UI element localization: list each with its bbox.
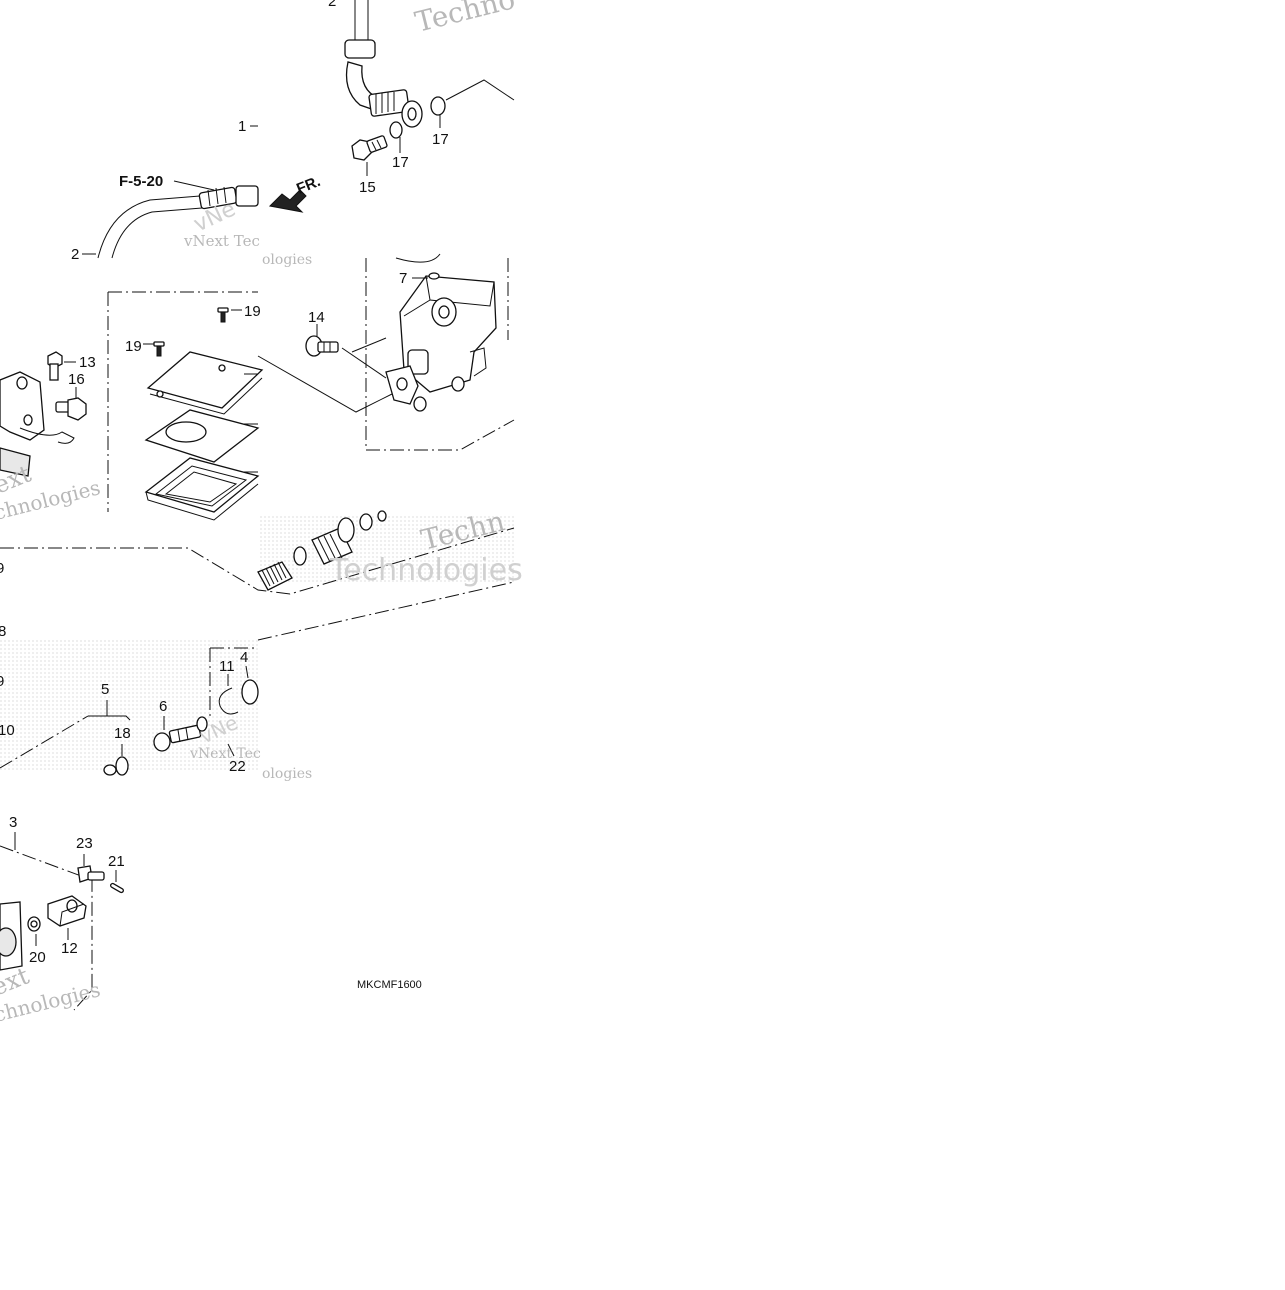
stipple-area xyxy=(0,640,258,770)
label-part-23: 23 xyxy=(76,835,93,852)
label-part-16: 16 xyxy=(68,371,85,388)
bolt-14 xyxy=(305,335,339,357)
label-part-15: 15 xyxy=(359,179,376,196)
pin-23 xyxy=(77,865,105,883)
piston-assembly xyxy=(257,510,387,591)
label-part-10: 10 xyxy=(0,722,15,739)
label-part-18: 18 xyxy=(114,725,131,742)
diagram-code: MKCMF1600 xyxy=(357,979,422,991)
watermark: Technologies xyxy=(329,553,523,588)
label-part-17: 17 xyxy=(432,131,449,148)
watermark: Techno xyxy=(412,0,519,39)
pin-7 xyxy=(412,272,440,280)
label-part-2: 2 xyxy=(328,0,336,10)
watermark: ologies xyxy=(262,252,312,268)
brake-hose-upper xyxy=(344,0,515,139)
label-part-11: 11 xyxy=(219,658,235,675)
label-part-3: 3 xyxy=(9,814,17,831)
label-part-13: 13 xyxy=(79,354,96,371)
watermark: vNext Tec xyxy=(183,232,260,250)
ring-18 xyxy=(103,756,129,776)
bolt-16 xyxy=(55,397,87,421)
brake-hose-lower xyxy=(97,185,259,259)
label-part-5: 5 xyxy=(101,681,109,698)
label-part-7: 7 xyxy=(399,270,407,287)
rod-end xyxy=(0,901,23,971)
label-part-2: 2 xyxy=(71,246,79,263)
screw-19 xyxy=(153,307,229,357)
master-cylinder-body xyxy=(385,275,497,412)
banjo-bolt xyxy=(351,135,388,161)
label-part-17: 17 xyxy=(392,154,409,171)
label-part-9: 9 xyxy=(0,560,4,577)
label-part-9: 9 xyxy=(0,673,4,690)
label-part-21: 21 xyxy=(108,853,125,870)
reference-label: F-5-20 xyxy=(119,173,163,190)
label-part-19: 19 xyxy=(125,338,142,355)
label-part-14: 14 xyxy=(308,309,325,326)
front-arrow: FR. xyxy=(268,173,323,213)
watermark: ologies xyxy=(262,766,312,782)
front-direction-label: FR. xyxy=(294,173,323,198)
cotter-pin-21 xyxy=(110,882,124,894)
push-rod-6 xyxy=(153,716,208,752)
label-part-12: 12 xyxy=(61,940,78,957)
label-part-19: 19 xyxy=(244,303,261,320)
bolt-13 xyxy=(47,351,63,381)
clevis-12 xyxy=(47,895,87,927)
label-part-8: 8 xyxy=(0,623,6,640)
label-part-20: 20 xyxy=(29,949,46,966)
ring-4 xyxy=(241,679,259,705)
mounting-bracket xyxy=(0,371,75,477)
label-part-22: 22 xyxy=(229,758,246,775)
watermark: vNext Tec xyxy=(189,746,261,762)
reservoir-cap-stack xyxy=(144,351,264,521)
label-part-4: 4 xyxy=(240,649,248,666)
circlip-11 xyxy=(218,687,239,715)
label-part-6: 6 xyxy=(159,698,167,715)
label-part-1: 1 xyxy=(238,118,246,135)
